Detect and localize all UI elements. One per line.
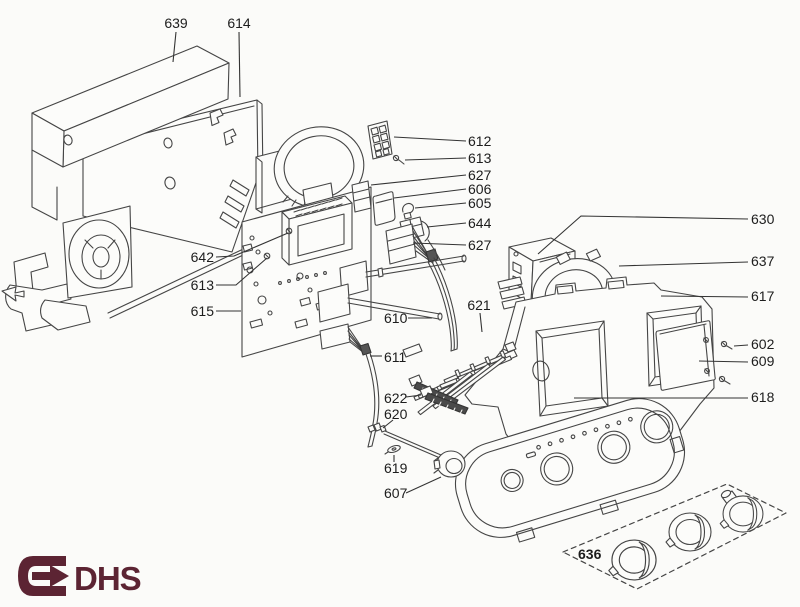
part-label-602: 602 (751, 336, 775, 352)
part-label-644: 644 (468, 215, 492, 231)
button-hole (500, 468, 524, 493)
screw-613-top (392, 154, 405, 165)
part-label-622: 622 (384, 390, 408, 406)
part-label-612: 612 (468, 133, 492, 149)
bulb-pin-620 (367, 422, 449, 462)
screw-613-left (263, 252, 271, 260)
knob-hole (640, 410, 674, 444)
part-label-630: 630 (751, 211, 775, 227)
part-label-627-upper: 627 (468, 167, 492, 183)
arrow-right-icon (18, 556, 66, 596)
push-button-607 (433, 450, 466, 478)
callout-labels: 639 614 612 613 627 606 605 644 627 630 … (164, 15, 774, 562)
logo-text: DHS (74, 560, 141, 597)
control-knob (719, 495, 764, 533)
part-label-636: 636 (578, 546, 602, 562)
part-label-620: 620 (384, 406, 408, 422)
connector-627-upper (351, 180, 372, 213)
part-label-627-lower: 627 (468, 237, 492, 253)
knob-hole (540, 452, 574, 486)
part-label-609: 609 (751, 353, 775, 369)
slider-racks-622 (408, 374, 469, 415)
top-cover-639 (31, 45, 230, 221)
part-label-610: 610 (384, 310, 408, 326)
rotary-encoder-shaft-lower (317, 283, 443, 323)
wire-clip-605 (402, 202, 414, 220)
arrow-right-icon (32, 565, 69, 587)
retainer-clip-619 (384, 444, 401, 455)
mounting-bracket-left (1, 252, 91, 332)
small-clip (1, 286, 25, 302)
screws-602 (718, 340, 733, 385)
control-knob (608, 539, 657, 581)
part-label-617: 617 (751, 288, 775, 304)
part-label-637: 637 (751, 253, 775, 269)
part-label-605: 605 (468, 195, 492, 211)
screw-642 (285, 227, 293, 235)
leader-lines (172, 31, 749, 494)
part-label-621: 621 (467, 297, 491, 313)
part-label-618: 618 (751, 389, 775, 405)
pin-connector-612 (367, 120, 393, 160)
part-label-615: 615 (191, 303, 215, 319)
part-label-613-top: 613 (468, 150, 492, 166)
control-knob (665, 512, 712, 552)
wire-harness-610 (427, 239, 458, 352)
relay-606 (372, 191, 396, 226)
part-label-611: 611 (384, 349, 407, 365)
pcb-assembly-615 (241, 186, 467, 358)
part-label-639: 639 (164, 15, 188, 31)
knob-holder (62, 205, 133, 299)
lcd-bezel-assembly (255, 126, 365, 214)
knob-set-636 (562, 483, 787, 590)
part-label-614: 614 (227, 15, 251, 31)
part-label-642: 642 (191, 249, 215, 265)
part-label-607: 607 (384, 485, 408, 501)
part-label-619: 619 (384, 460, 408, 476)
part-label-606: 606 (468, 181, 492, 197)
part-label-613-left: 613 (191, 277, 215, 293)
faceplate (454, 398, 686, 543)
knob-hole (597, 430, 631, 464)
dashed-group-box (562, 483, 787, 590)
cover-plate-609 (655, 320, 716, 391)
harness-connector-627-lower (385, 223, 439, 265)
dhs-logo: DHS (18, 556, 142, 597)
wire-harness-611 (319, 323, 380, 448)
